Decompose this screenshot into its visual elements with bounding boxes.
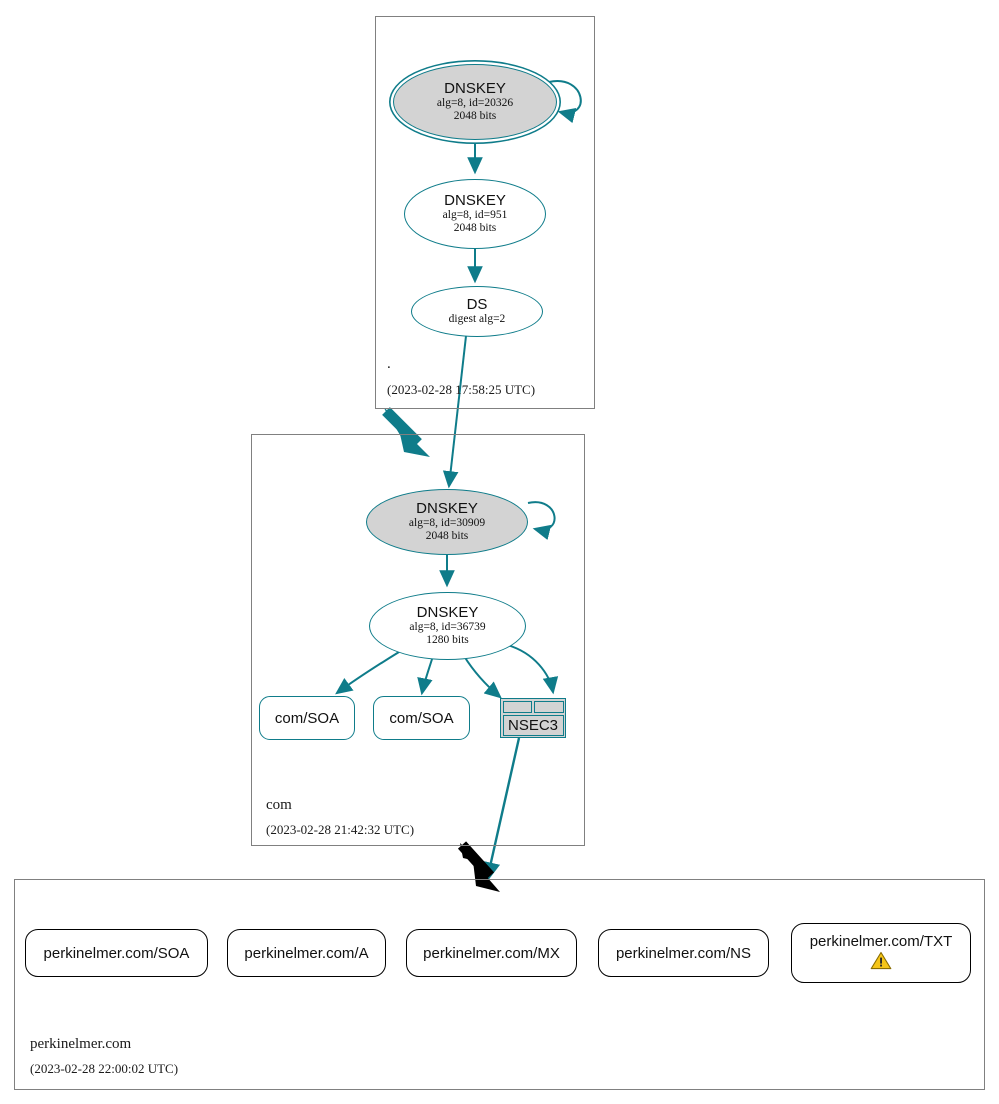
node-key-size: 2048 bits bbox=[453, 109, 497, 122]
node-root-ksk-dnskey[interactable]: DNSKEY alg=8, id=20326 2048 bits bbox=[393, 64, 557, 140]
edge-com-ksk-self-loop bbox=[527, 501, 556, 541]
warning-triangle-icon bbox=[870, 951, 892, 974]
node-type-label: NSEC3 bbox=[507, 716, 559, 734]
node-detail: alg=8, id=36739 bbox=[409, 620, 486, 633]
node-detail: alg=8, id=951 bbox=[442, 208, 508, 221]
node-detail: alg=8, id=20326 bbox=[436, 96, 514, 109]
node-detail: digest alg=2 bbox=[448, 312, 506, 325]
node-com-ksk-dnskey[interactable]: DNSKEY alg=8, id=30909 2048 bits bbox=[366, 489, 528, 555]
zone-label-com-name: com bbox=[266, 797, 292, 813]
nsec3-body: NSEC3 bbox=[502, 714, 564, 736]
node-perkinelmer-a[interactable]: perkinelmer.com/A bbox=[227, 929, 386, 977]
zone-label-perkinelmer-name: perkinelmer.com bbox=[30, 1036, 132, 1052]
edge-root-ksk-self-loop bbox=[548, 80, 582, 124]
node-com-soa-1[interactable]: com/SOA bbox=[259, 696, 355, 740]
zone-label-perkinelmer-timestamp: (2023-02-28 22:00:02 UTC) bbox=[30, 1061, 179, 1076]
zone-label-root-timestamp: (2023-02-28 17:58:25 UTC) bbox=[387, 382, 536, 397]
zone-box-root bbox=[375, 16, 595, 409]
edge-com-zsk-to-soa-1 bbox=[335, 651, 400, 695]
node-type-label: DNSKEY bbox=[444, 79, 506, 97]
nsec3-header-cell-1[interactable] bbox=[502, 700, 532, 713]
node-type-label: com/SOA bbox=[274, 709, 340, 727]
edge-zone-delegation-root-to-com bbox=[382, 407, 430, 457]
edge-com-nsec3-to-perkinelmer-zone bbox=[481, 737, 521, 883]
edge-com-zsk-to-soa-2 bbox=[417, 655, 434, 696]
node-key-size: 1280 bits bbox=[426, 633, 469, 646]
node-type-label: com/SOA bbox=[389, 709, 454, 727]
edge-com-zsk-to-nsec3-cell-1 bbox=[463, 655, 502, 699]
zone-box-com bbox=[251, 434, 585, 846]
edge-com-zsk-to-nsec3-cell-2 bbox=[503, 643, 559, 695]
node-type-label: DNSKEY bbox=[416, 499, 478, 517]
node-root-ds[interactable]: DS digest alg=2 bbox=[411, 286, 543, 337]
node-key-size: 2048 bits bbox=[425, 529, 469, 542]
zone-label-root-name: . bbox=[387, 356, 391, 372]
node-type-label: DNSKEY bbox=[416, 603, 479, 621]
edge-zone-delegation-com-to-perkinelmer bbox=[457, 841, 500, 892]
node-perkinelmer-mx[interactable]: perkinelmer.com/MX bbox=[406, 929, 577, 977]
zone-box-perkinelmer bbox=[14, 879, 985, 1090]
zone-label-com-timestamp: (2023-02-28 21:42:32 UTC) bbox=[266, 822, 415, 837]
node-perkinelmer-txt[interactable]: perkinelmer.com/TXT bbox=[791, 923, 971, 983]
node-perkinelmer-soa[interactable]: perkinelmer.com/SOA bbox=[25, 929, 208, 977]
node-type-label: DS bbox=[466, 296, 488, 314]
node-com-soa-2[interactable]: com/SOA bbox=[373, 696, 470, 740]
node-type-label: DNSKEY bbox=[444, 191, 506, 209]
node-root-zsk-dnskey[interactable]: DNSKEY alg=8, id=951 2048 bits bbox=[404, 179, 546, 249]
node-type-label: perkinelmer.com/SOA bbox=[43, 944, 190, 962]
edge-root-ds-to-com-ksk bbox=[442, 335, 467, 489]
node-com-nsec3[interactable]: NSEC3 bbox=[500, 698, 566, 738]
node-detail: alg=8, id=30909 bbox=[408, 516, 486, 529]
nsec3-header-row bbox=[502, 700, 564, 713]
node-type-label: perkinelmer.com/TXT bbox=[809, 932, 953, 950]
node-type-label: perkinelmer.com/NS bbox=[615, 944, 752, 962]
nsec3-header-cell-2[interactable] bbox=[534, 700, 564, 713]
node-perkinelmer-ns[interactable]: perkinelmer.com/NS bbox=[598, 929, 769, 977]
node-type-label: perkinelmer.com/A bbox=[244, 944, 369, 962]
node-com-zsk-dnskey[interactable]: DNSKEY alg=8, id=36739 1280 bits bbox=[369, 592, 526, 660]
node-type-label: perkinelmer.com/MX bbox=[423, 944, 560, 962]
node-key-size: 2048 bits bbox=[453, 221, 497, 234]
